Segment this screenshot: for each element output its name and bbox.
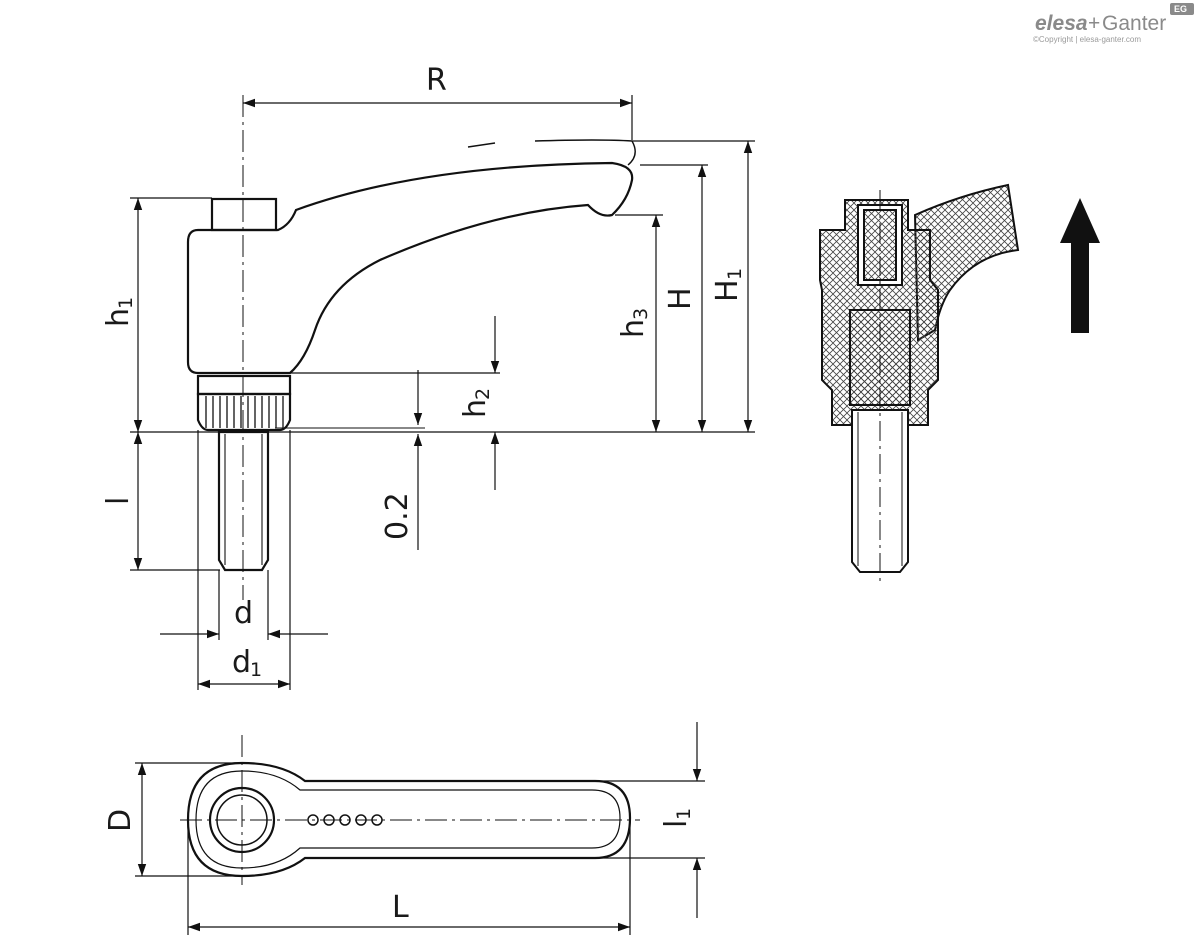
brand-badge [1170,3,1194,15]
dim-l1: l 1 [659,808,695,828]
section-view [819,183,1020,585]
dim-H1: H 1 [710,268,746,302]
lever-body [186,161,634,375]
dim-D: D [103,809,138,832]
copyright-text: ©Copyright | elesa-ganter.com [1033,35,1141,44]
dim-h3-main: h [616,319,651,338]
dim-H: H [663,287,698,310]
dim-clearance-text: 0.2 [380,492,415,540]
dim-D-main: D [103,809,138,832]
top-view [180,735,640,885]
hub-collar [196,374,292,396]
top-lever-outline [186,761,632,878]
knurl-lines [205,396,284,428]
dim-h3: h 3 [616,308,652,338]
brand-name-rest: Ganter [1102,12,1166,35]
dim-h1-main: h [101,308,136,327]
dim-d1-sub: 1 [250,659,262,681]
knurled-hub [196,392,292,432]
top-cap [210,197,278,232]
dim-clearance: 0.2 [380,492,415,540]
dim-l-main: l [101,497,136,505]
dim-h1-sub: 1 [115,297,137,309]
dim-l: l [101,497,136,505]
pull-direction-arrow-icon [1060,198,1100,333]
dim-L: L [392,890,409,925]
dim-l1-sub: 1 [673,808,695,820]
dim-h2-main: h [458,399,493,418]
brand-logo: elesa + Ganter EG ©Copyright | elesa-gan… [1033,3,1194,44]
dim-h1: h 1 [101,297,137,327]
dim-d: d [234,596,253,631]
side-view [186,95,636,600]
side-dimensions [130,95,755,690]
top-dimensions [135,722,705,935]
section-screw [863,209,897,281]
brand-plus: + [1088,12,1100,35]
dim-h3-sub: 3 [630,308,652,320]
dim-H1-main: H [710,279,745,302]
dim-h2: h 2 [458,388,494,418]
brand-name-bold: elesa [1035,12,1088,35]
dim-H-main: H [663,287,698,310]
dim-d1-main: d [232,645,251,680]
dim-H1-sub: 1 [724,268,746,280]
section-lever-arm [913,183,1020,342]
dim-l1-main: l [659,820,694,828]
dim-d1: d 1 [232,645,262,681]
brand-badge-text: EG [1174,4,1187,14]
dim-h2-sub: 2 [472,388,494,400]
dim-R: R [426,63,447,98]
